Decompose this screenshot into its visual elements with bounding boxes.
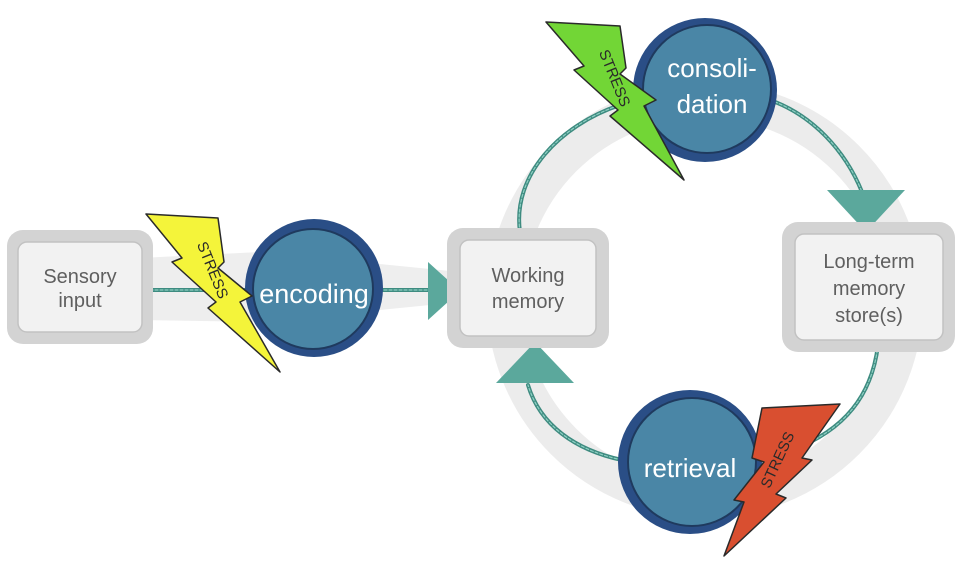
encoding-process xyxy=(245,219,383,357)
sensory-input-label-line: Sensory xyxy=(43,266,116,288)
long-term-memory-label: Long-term memory store(s) xyxy=(823,251,914,327)
encoding-label-line: encoding xyxy=(259,279,369,309)
arrowheads xyxy=(428,190,905,383)
long-term-memory-label-line: memory xyxy=(833,278,905,300)
retrieval-return-arrowhead xyxy=(496,342,574,383)
working-memory-label: Working memory xyxy=(492,265,565,313)
retrieval-circle xyxy=(627,397,757,527)
consolidation-stress-bolt: STRESS xyxy=(545,21,685,181)
consolidation-label: consoli-dation xyxy=(667,53,757,119)
retrieval-process xyxy=(618,390,762,534)
stress-bolt-icon xyxy=(145,213,281,373)
encoding-label: encoding xyxy=(259,279,369,309)
consolidation-circle xyxy=(642,24,772,154)
long-term-memory-label-line: store(s) xyxy=(835,305,903,327)
working-memory-label-line: Working xyxy=(492,265,565,287)
working-memory-arrowhead xyxy=(428,262,460,320)
consolidation-process xyxy=(633,18,777,162)
sensory-input-label-line: input xyxy=(58,290,102,312)
long-term-memory-label-line: Long-term xyxy=(823,251,914,273)
working-memory-box: Working memory xyxy=(447,228,609,348)
retrieval-label-line: retrieval xyxy=(644,453,736,483)
working-memory-label-line: memory xyxy=(492,291,564,313)
retrieval-label: retrieval xyxy=(644,453,736,483)
connectors xyxy=(138,98,880,462)
longterm-arrowhead xyxy=(827,190,905,232)
long-term-memory-box: Long-term memory store(s) xyxy=(782,222,955,352)
stress-bolt-icon xyxy=(723,403,841,557)
stress-bolt-icon xyxy=(545,21,685,181)
consolidation-label-line: consoli- xyxy=(667,53,757,83)
consolidation-label-line: dation xyxy=(677,89,748,119)
encoding-circle xyxy=(252,228,374,350)
